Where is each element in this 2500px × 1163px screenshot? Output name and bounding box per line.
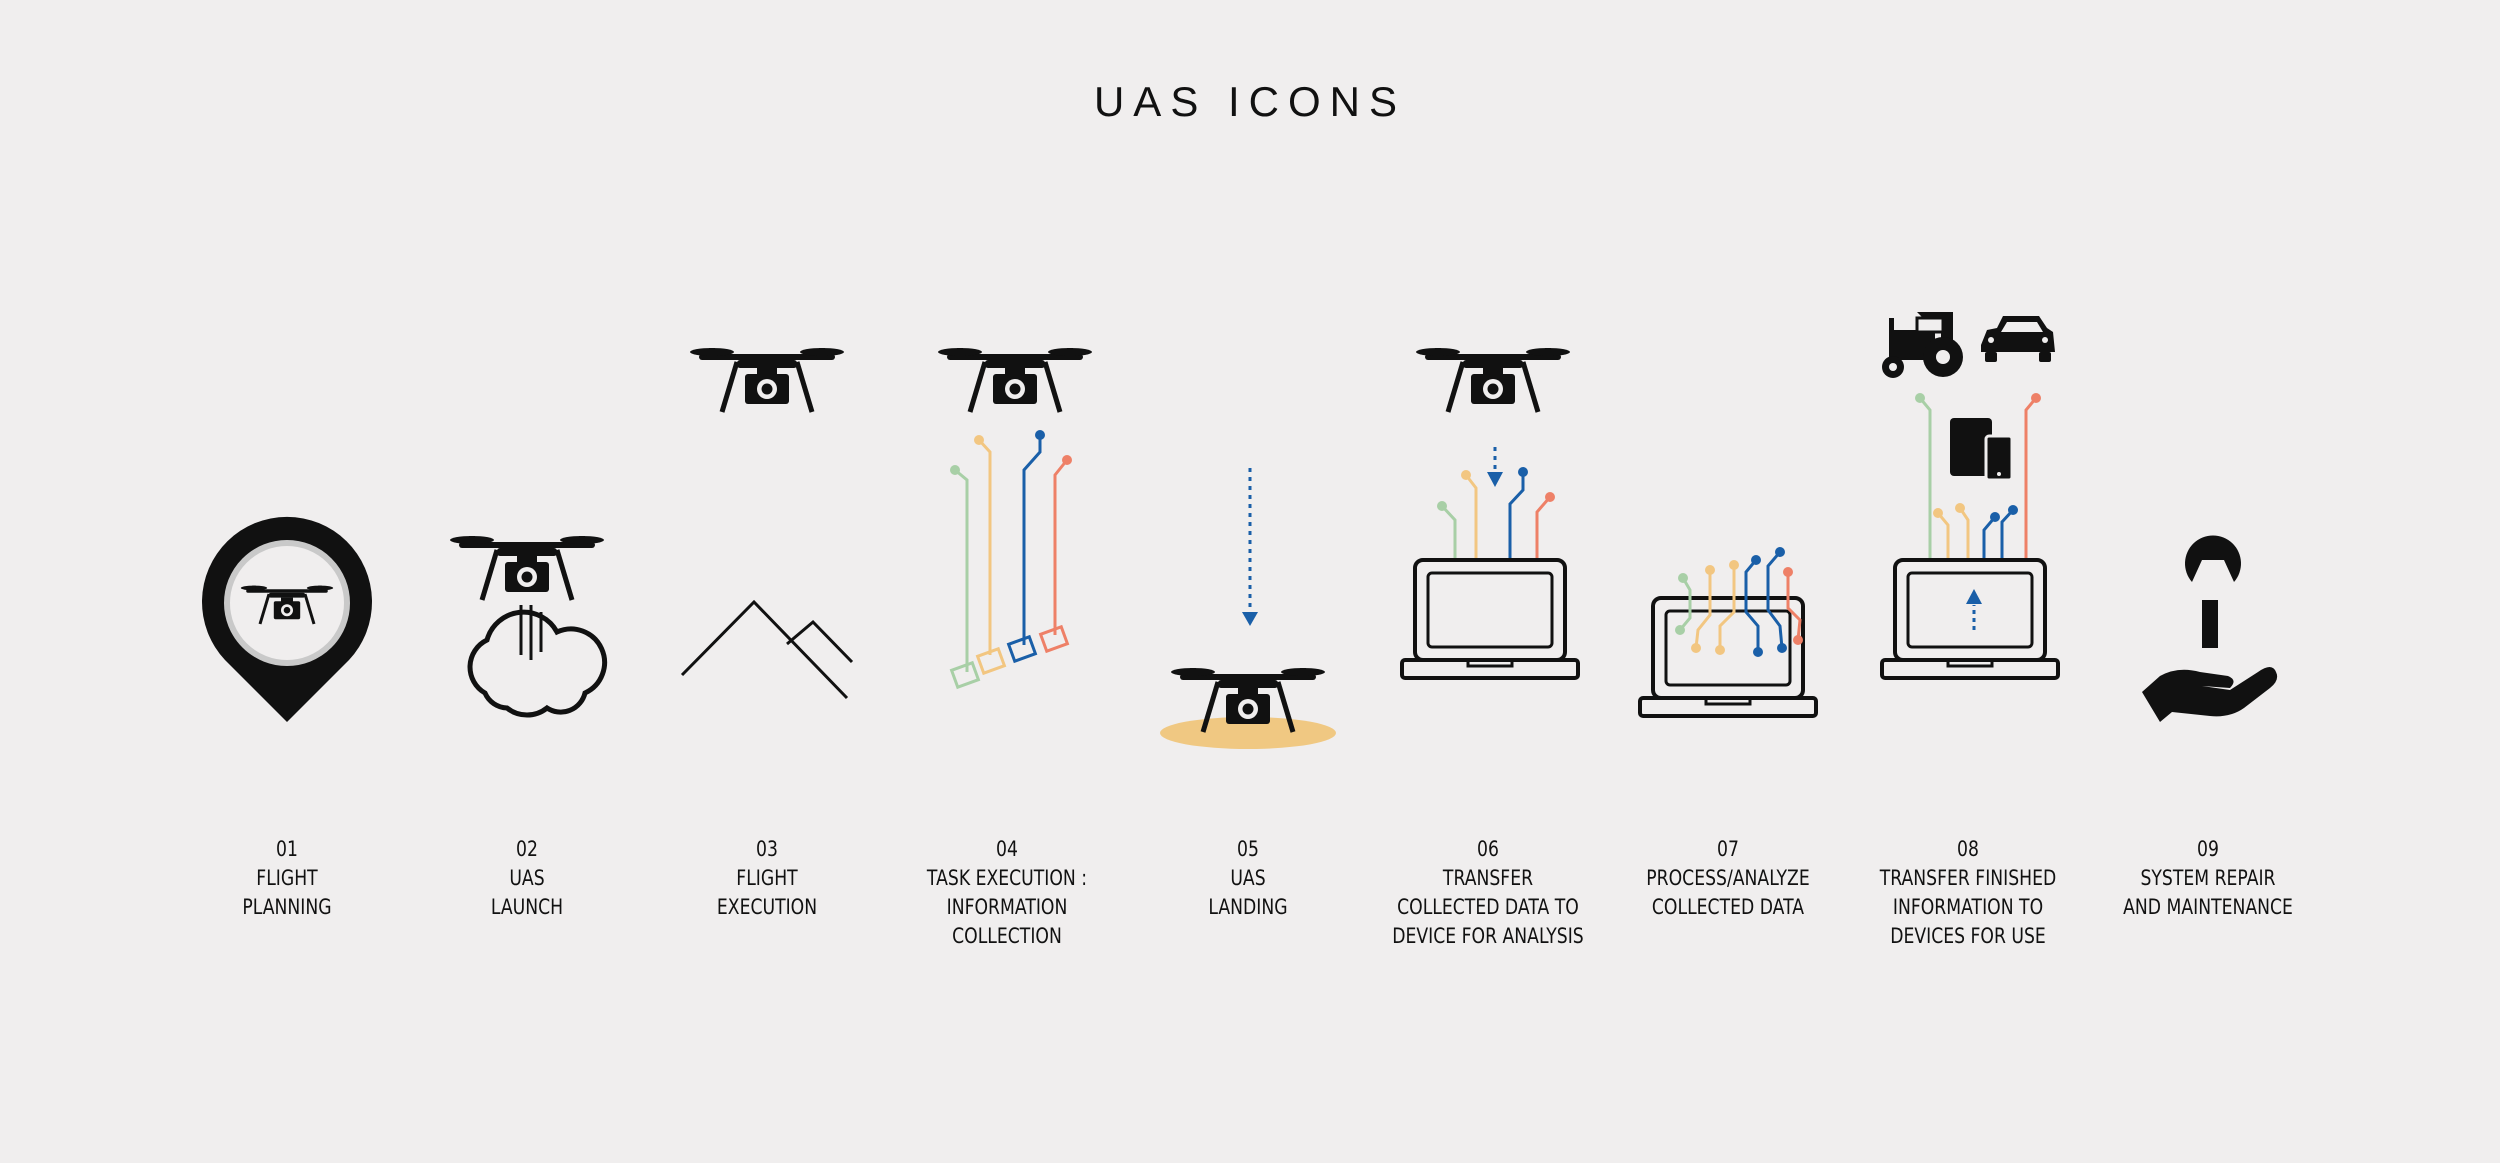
laptop-to-devices-icon bbox=[1880, 312, 2060, 680]
drone-data-collection-icon bbox=[938, 348, 1092, 690]
hand-wrench-icon bbox=[2142, 535, 2278, 722]
car-icon bbox=[1981, 316, 2055, 362]
map-pin-drone-icon bbox=[202, 516, 372, 722]
drone-launch-cloud-icon bbox=[450, 536, 608, 718]
laptop-processing-icon bbox=[1638, 547, 1818, 718]
drone-landing-icon bbox=[1160, 468, 1336, 749]
drone-to-laptop-icon bbox=[1400, 348, 1580, 680]
page-title: UAS ICONS bbox=[1093, 78, 1407, 125]
drone-over-mountains-icon bbox=[680, 348, 854, 700]
mobile-devices-icon bbox=[1950, 418, 2014, 482]
tractor-icon bbox=[1882, 312, 1963, 378]
